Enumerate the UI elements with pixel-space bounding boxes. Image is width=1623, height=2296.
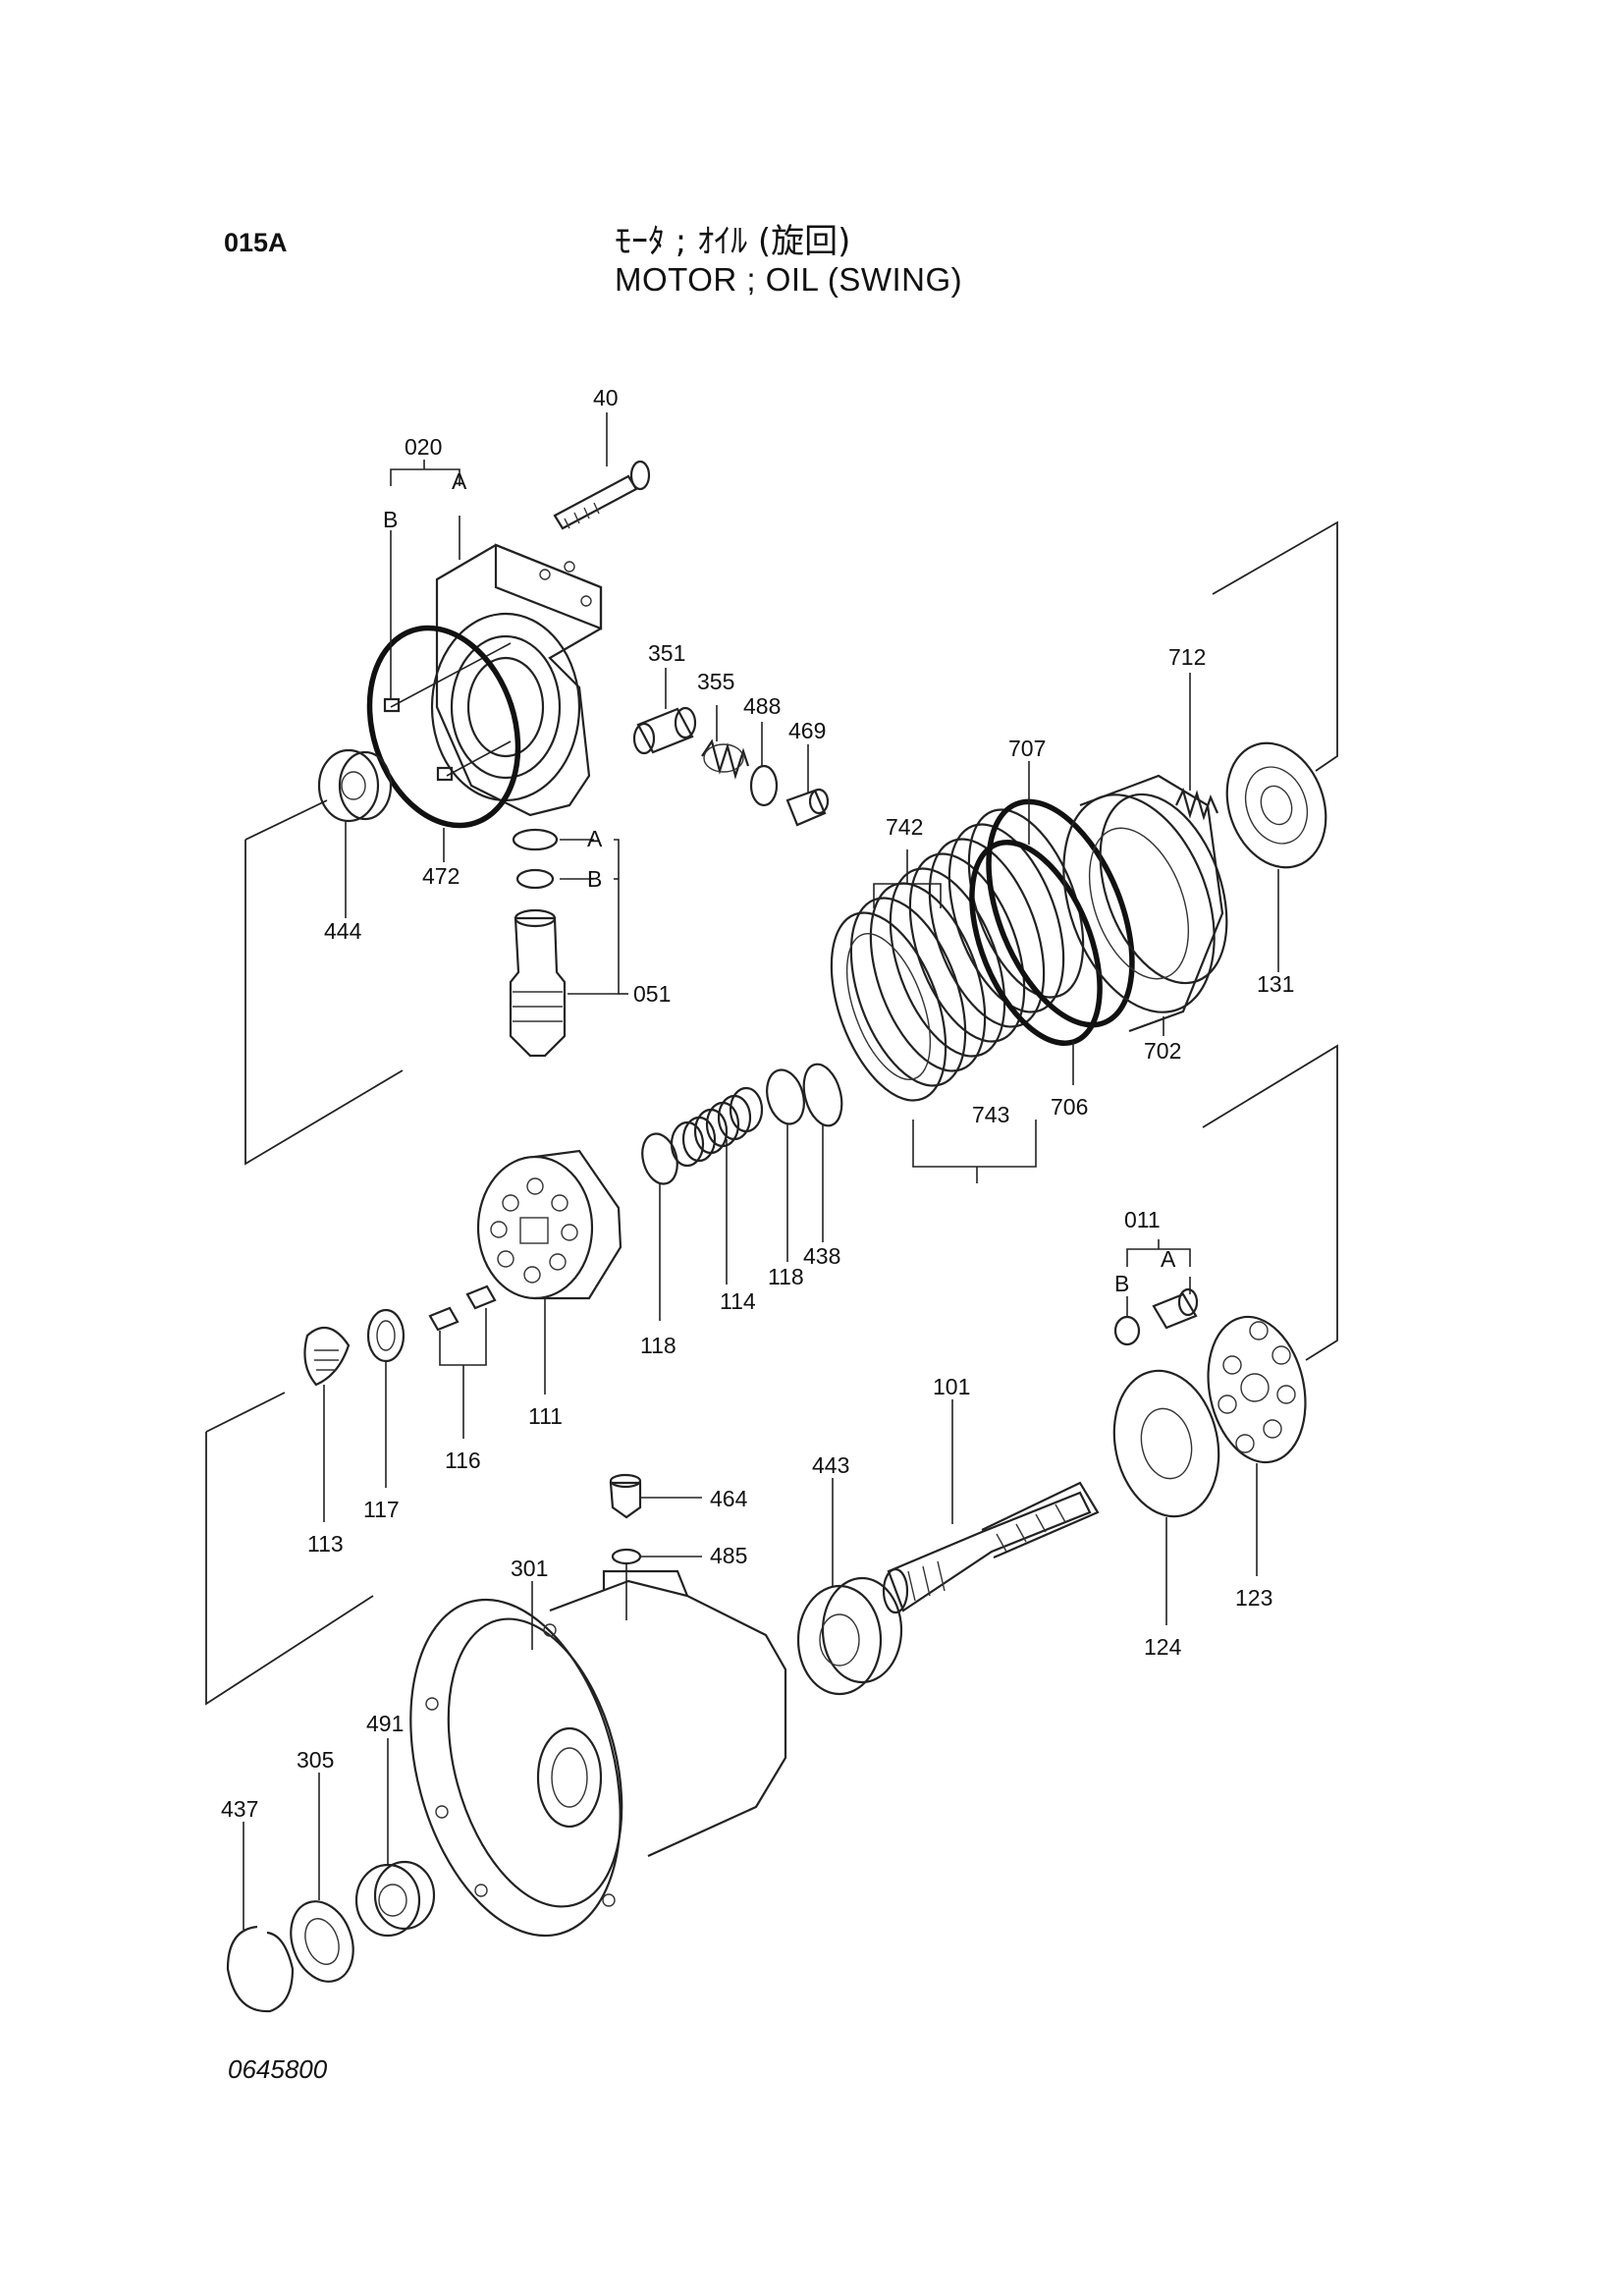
part-springs-712 [1175,787,1219,821]
part-snap-ring-438 [802,1063,843,1127]
callout-488: 488 [743,693,781,719]
part-oring-488 [749,764,779,807]
callout-707: 707 [1008,736,1046,761]
part-washer-117 [366,1308,406,1363]
part-ring-118-b [641,1132,678,1185]
callout-40: 40 [593,385,619,410]
callout-712: 712 [1168,644,1206,670]
callout-443: 443 [812,1452,849,1478]
part-spring-114 [670,1086,764,1168]
callout-123: 123 [1235,1585,1272,1611]
callout-011: 011 [1124,1207,1161,1232]
leader-lines [243,412,1279,1930]
callout-116: 116 [445,1448,481,1473]
callout-111: 111 [528,1403,563,1429]
callout-437: 437 [221,1796,258,1822]
part-oil-seal-491 [354,1860,436,1938]
callout-011-a: A [1161,1246,1176,1272]
part-oring-706 [969,840,1103,1046]
callout-706: 706 [1051,1094,1088,1120]
part-housing-301 [409,1569,787,1938]
callout-351: 351 [648,640,685,666]
callout-124: 124 [1144,1634,1182,1660]
part-plug-464 [609,1473,642,1519]
callout-101: 101 [933,1374,970,1399]
callout-labels: 40 020 A B 351 355 488 469 712 707 742 4… [221,385,1294,1822]
callout-131: 131 [1257,971,1294,997]
part-thrust-plate-124 [1112,1369,1220,1518]
callout-011-b: B [1114,1271,1129,1296]
part-retainer-plate-123 [1207,1315,1307,1464]
part-brake-piston-702 [1062,774,1228,1033]
callout-020: 020 [405,434,442,460]
title-japanese: ﾓｰﾀ ; ｵｲﾙ (旋回) [615,222,851,261]
callout-438: 438 [803,1243,840,1269]
part-oring-472 [366,625,521,829]
part-pins-116 [428,1285,497,1332]
assembly-boundary-lines [205,520,1338,1706]
part-bearing-443 [796,1576,903,1696]
part-shaft-101 [882,1481,1100,1614]
callout-743: 743 [972,1102,1009,1127]
part-spring-355 [701,738,750,780]
callout-020-b: B [383,507,398,532]
title-english: MOTOR ; OIL (SWING) [615,261,963,298]
part-bushing-113 [303,1326,351,1387]
part-ring-118-a [766,1068,805,1125]
part-plunger-011 [1113,1287,1199,1346]
part-valve-casing-020 [383,543,603,817]
part-plates-742-743 [830,808,1085,1102]
callout-472: 472 [422,863,460,889]
callout-355: 355 [697,669,734,694]
part-plug-469 [785,788,830,827]
callout-491: 491 [366,1711,404,1736]
callout-117: 117 [363,1497,400,1522]
callout-305: 305 [297,1747,334,1773]
callout-114: 114 [720,1288,756,1314]
drawing-number: 0645800 [228,2054,328,2084]
callout-020-a: A [452,468,467,494]
part-bearing-444 [317,748,393,823]
callout-444: 444 [324,918,362,944]
callout-301: 301 [511,1556,548,1581]
callout-113: 113 [307,1531,344,1557]
part-cylinder-block-111 [476,1149,622,1300]
part-valve-plate-131 [1225,741,1327,869]
part-snap-ring-437 [226,1925,295,2013]
callout-118-b: 118 [640,1333,676,1358]
callout-051: 051 [633,981,671,1007]
part-bolt-40 [553,460,651,530]
section-code: 015A [224,228,288,257]
part-oring-485 [611,1548,642,1565]
part-spacer-305 [290,1900,354,1983]
callout-485: 485 [710,1543,747,1568]
callout-051-b: B [587,866,602,892]
callout-469: 469 [788,718,826,743]
callout-464: 464 [710,1486,748,1511]
callout-702: 702 [1144,1038,1181,1064]
part-plunger-351 [632,706,697,755]
part-oring-707 [986,798,1135,1028]
callout-118-a: 118 [768,1264,804,1289]
callout-051-a: A [587,826,603,851]
callout-742: 742 [886,814,923,840]
part-relief-valve-051 [509,828,567,1058]
